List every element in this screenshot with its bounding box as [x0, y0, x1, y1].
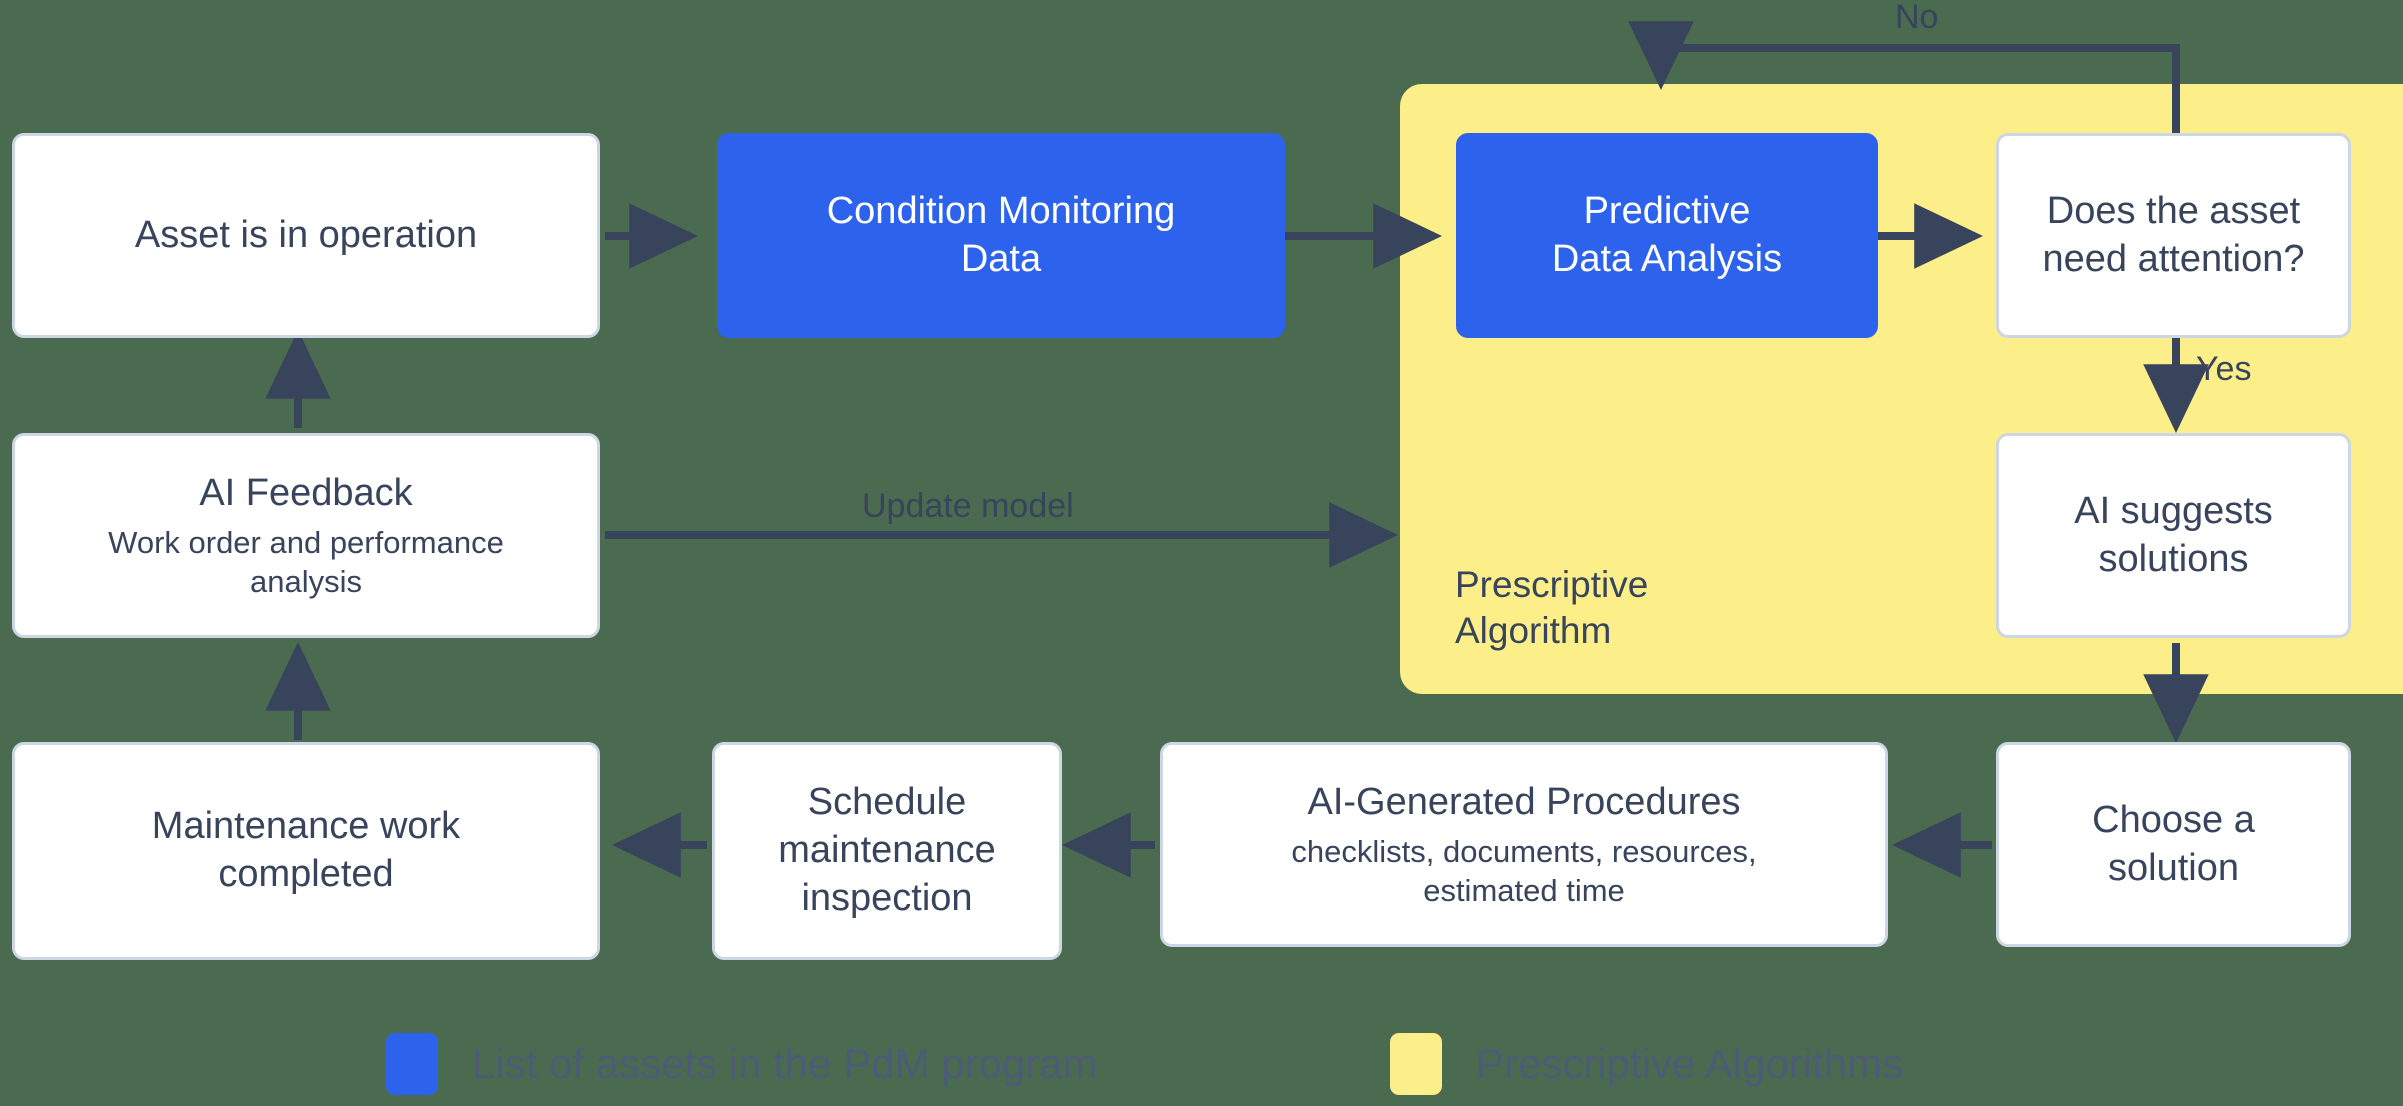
node-title: Condition Monitoring Data	[826, 189, 1176, 280]
node-title: AI suggests solutions	[2074, 489, 2273, 580]
node-title: Predictive Data Analysis	[1551, 189, 1783, 280]
node-does-asset-need-attention[interactable]: Does the asset need attention?	[1996, 133, 2351, 338]
edge-label-yes: Yes	[2196, 350, 2252, 388]
prescriptive-algorithm-zone-label: Prescriptive Algorithm	[1455, 564, 1649, 651]
edge-label-update-model: Update model	[862, 487, 1074, 525]
node-choose-a-solution[interactable]: Choose a solution	[1996, 742, 2351, 947]
node-subtitle: Work order and performance analysis	[108, 525, 504, 600]
node-title: Choose a solution	[2092, 798, 2255, 889]
node-maintenance-work-completed[interactable]: Maintenance work completed	[12, 742, 600, 960]
legend-item-prescriptive-algorithms: Prescriptive Algorithms	[1390, 1033, 1903, 1095]
node-condition-monitoring-data[interactable]: Condition Monitoring Data	[717, 133, 1285, 338]
edge-label-no: No	[1895, 0, 1939, 36]
legend-swatch-yellow	[1390, 1033, 1442, 1095]
legend-item-pdm-assets: List of assets in the PdM program	[386, 1033, 1098, 1095]
node-ai-generated-procedures[interactable]: AI-Generated Procedures checklists, docu…	[1160, 742, 1888, 947]
node-title: Maintenance work completed	[151, 805, 461, 895]
node-subtitle: checklists, documents, resources, estima…	[1291, 834, 1757, 909]
node-title: AI Feedback	[199, 471, 413, 514]
legend-label: List of assets in the PdM program	[472, 1040, 1098, 1087]
node-predictive-data-analysis[interactable]: Predictive Data Analysis	[1456, 133, 1878, 338]
node-title: AI-Generated Procedures	[1307, 780, 1741, 823]
node-title: Does the asset need attention?	[2042, 189, 2305, 280]
legend-label: Prescriptive Algorithms	[1476, 1040, 1904, 1087]
node-ai-suggests-solutions[interactable]: AI suggests solutions	[1996, 433, 2351, 638]
legend-swatch-blue	[386, 1033, 438, 1095]
node-ai-feedback[interactable]: AI Feedback Work order and performance a…	[12, 433, 600, 638]
node-title: Schedule maintenance inspection	[778, 781, 996, 919]
node-title: Asset is in operation	[134, 213, 478, 256]
node-asset-is-in-operation[interactable]: Asset is in operation	[12, 133, 600, 338]
node-schedule-maintenance-inspection[interactable]: Schedule maintenance inspection	[712, 742, 1062, 960]
